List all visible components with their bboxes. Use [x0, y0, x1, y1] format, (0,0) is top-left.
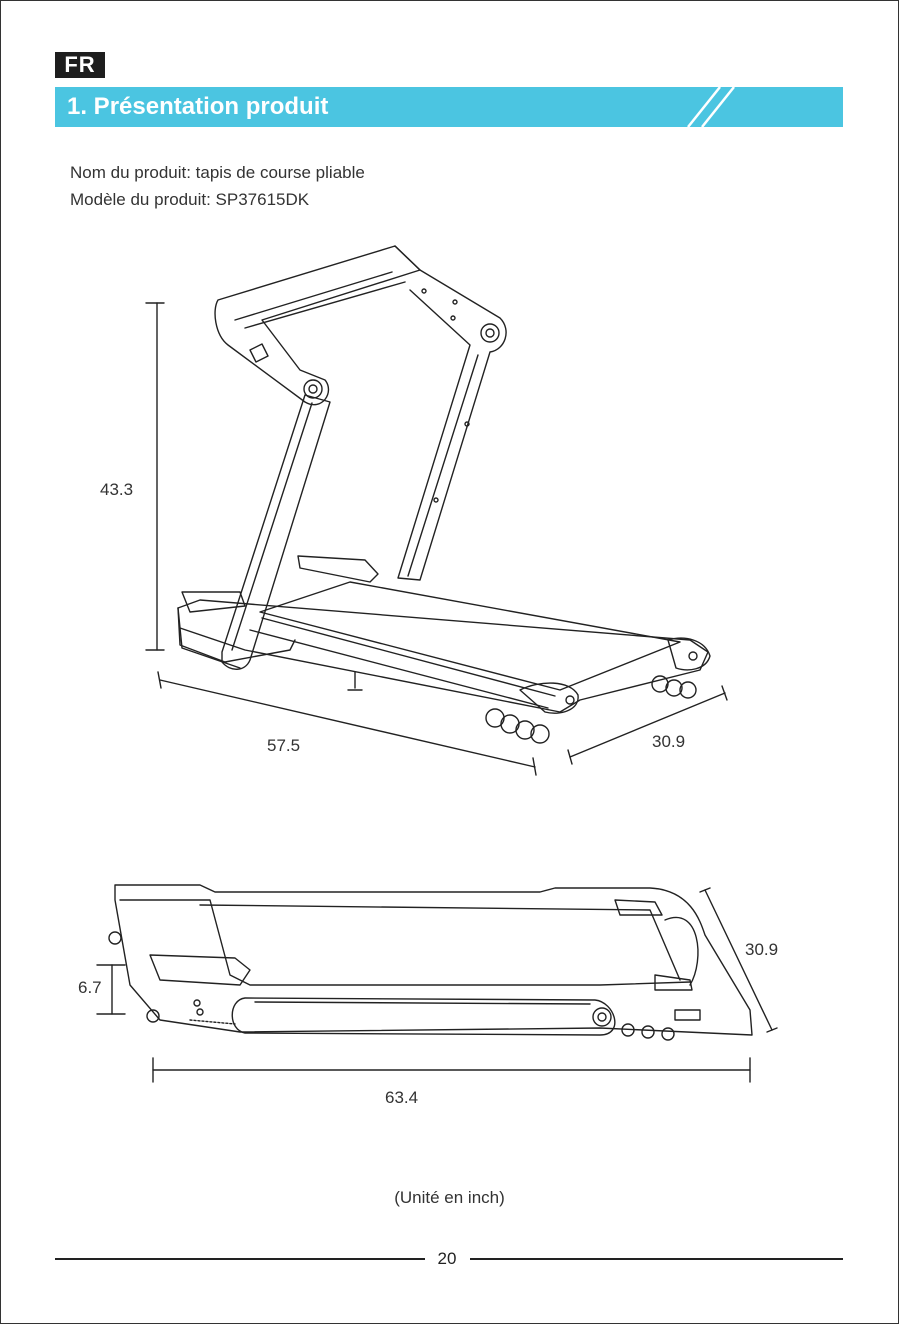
- folded-height-label: 6.7: [78, 978, 102, 998]
- width-label: 30.9: [652, 732, 685, 752]
- folded-length-label: 63.4: [385, 1088, 418, 1108]
- height-dimension-line: [146, 303, 164, 650]
- treadmill-folded-body: [109, 885, 752, 1040]
- treadmill-unfolded-drawing: [0, 0, 899, 820]
- footer-rule-left: [55, 1258, 425, 1260]
- page-number: 20: [425, 1249, 469, 1269]
- folded-width-dimension-line: [700, 888, 777, 1032]
- treadmill-deck: [178, 556, 710, 743]
- length-dimension-line: [158, 672, 536, 775]
- length-label: 57.5: [267, 736, 300, 756]
- treadmill-handlebar: [215, 246, 506, 669]
- height-label: 43.3: [100, 480, 133, 500]
- unit-note: (Unité en inch): [0, 1188, 899, 1208]
- footer-rule-right: [470, 1258, 843, 1260]
- treadmill-folded-drawing: [0, 840, 899, 1100]
- folded-length-dimension-line: [153, 1058, 750, 1082]
- folded-width-label: 30.9: [745, 940, 778, 960]
